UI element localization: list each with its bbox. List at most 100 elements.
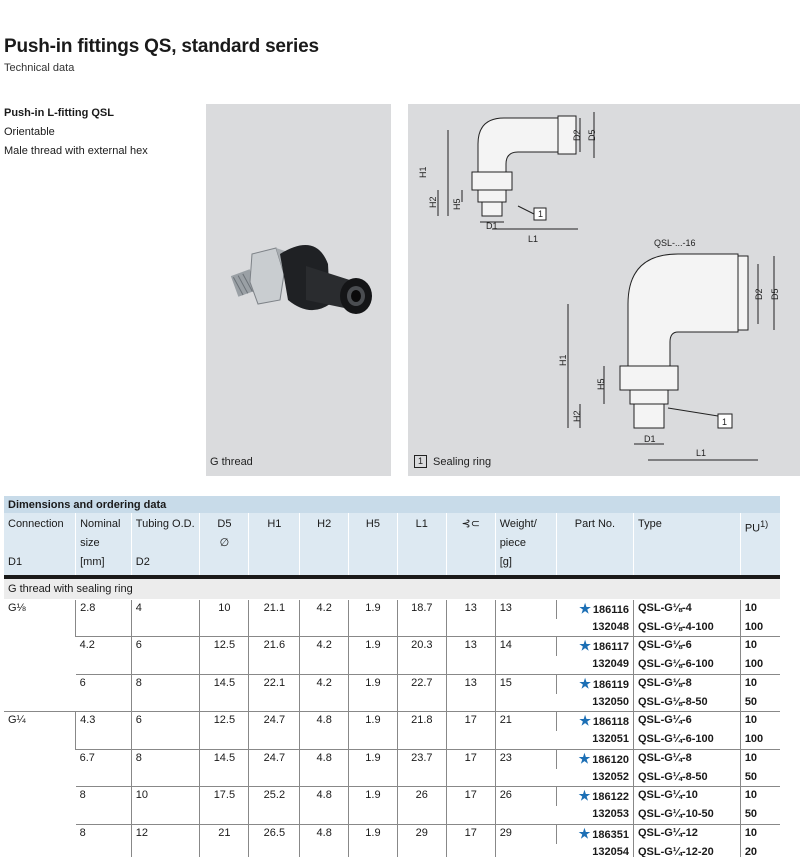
product-feature: Male thread with external hex (4, 145, 148, 157)
svg-text:1: 1 (722, 417, 727, 427)
tubing-cell: 6 (130, 711, 200, 750)
weight-cell: 21 (494, 711, 557, 750)
callout-number: 1 (414, 455, 427, 468)
pu-cell: 10 (739, 711, 780, 731)
weight-cell: 15 (494, 674, 557, 712)
drawing-caption: 1 Sealing ring (414, 455, 491, 468)
type-cell: QSL-G¼-6 (632, 711, 741, 731)
type-cell: QSL-G¼-10-50 (632, 806, 741, 825)
type-cell: QSL-G⅛-4-100 (632, 618, 741, 637)
type-cell: QSL-G⅛-6-100 (632, 656, 741, 675)
wrench-cell: 13 (445, 674, 496, 712)
part-number-cell: ★186119 (555, 674, 634, 694)
type-cell: QSL-G⅛-4 (632, 599, 741, 619)
wrench-cell: 17 (445, 786, 496, 825)
part-number: 186351 (592, 828, 629, 841)
part-number-cell: 132052 (556, 768, 634, 787)
col-l1: L1 (396, 513, 447, 579)
d5-cell: 14.5 (199, 674, 249, 712)
l1-cell: 29 (396, 824, 447, 857)
l1-cell: 22.7 (396, 674, 447, 712)
d5-cell: 14.5 (199, 749, 249, 787)
part-number-cell: ★186116 (555, 599, 634, 619)
type-cell: QSL-G¼-6-100 (632, 731, 741, 750)
col-h5: H5 (348, 513, 398, 579)
star-icon: ★ (578, 788, 591, 803)
svg-text:H5: H5 (452, 198, 462, 210)
svg-text:L1: L1 (528, 234, 538, 244)
nominal-cell: 8 (75, 786, 132, 825)
l1-cell: 21.8 (396, 711, 447, 750)
wrench-cell: 17 (445, 749, 496, 787)
nominal-cell: 6.7 (75, 749, 132, 787)
type-cell: QSL-G¼-12 (632, 824, 741, 844)
pu-cell: 100 (739, 731, 780, 750)
part-number-cell: ★186117 (555, 636, 634, 656)
l1-cell: 26 (396, 786, 447, 825)
d5-cell: 17.5 (199, 786, 249, 825)
h5-cell: 1.9 (348, 711, 398, 750)
h1-cell: 22.1 (248, 674, 300, 712)
part-number: 186122 (592, 791, 629, 803)
part-number-cell: ★186122 (555, 786, 634, 806)
h5-cell: 1.9 (348, 786, 398, 825)
star-icon: ★ (579, 713, 591, 728)
type-cell: QSL-G⅛-8 (632, 674, 741, 694)
part-number-cell: 132049 (556, 656, 634, 675)
part-number: 132053 (592, 808, 629, 820)
photo-caption: G thread (210, 456, 253, 468)
pu-cell: 20 (739, 843, 780, 857)
svg-text:D5: D5 (770, 288, 780, 300)
weight-cell: 23 (494, 749, 557, 787)
weight-cell: 13 (494, 599, 557, 637)
pu-cell: 10 (739, 636, 780, 656)
h2-cell: 4.2 (299, 674, 349, 712)
d5-cell: 12.5 (199, 636, 249, 675)
h5-cell: 1.9 (348, 599, 398, 637)
part-number: 132049 (592, 658, 629, 670)
d5-cell: 12.5 (199, 711, 249, 750)
l1-cell: 18.7 (396, 599, 447, 637)
h1-cell: 26.5 (248, 824, 300, 857)
nominal-cell: 6 (75, 674, 132, 712)
col-d5: D5∅ (199, 513, 249, 579)
tubing-cell: 8 (130, 749, 200, 787)
part-number-cell: 132048 (556, 618, 634, 637)
product-feature: Orientable (4, 126, 55, 138)
nominal-cell: 8 (75, 824, 132, 857)
tubing-cell: 4 (130, 599, 200, 637)
weight-cell: 29 (494, 824, 557, 857)
section-title: Dimensions and ordering data (4, 496, 780, 513)
h2-cell: 4.8 (299, 824, 349, 857)
wrench-cell: 13 (445, 636, 496, 675)
part-number: 186118 (592, 716, 629, 728)
star-icon: ★ (579, 638, 591, 653)
h5-cell: 1.9 (348, 674, 398, 712)
part-number: 186116 (592, 603, 629, 616)
h2-cell: 4.2 (299, 636, 349, 675)
type-cell: QSL-G⅛-8-50 (632, 693, 741, 712)
h1-cell: 21.6 (248, 636, 300, 675)
col-weight: Weight/piece[g] (494, 513, 557, 579)
svg-text:H2: H2 (428, 196, 438, 208)
connection-cell: G⅛ (4, 599, 76, 712)
drawing-variant-label: QSL-...-16 (654, 238, 696, 248)
pu-cell: 10 (739, 749, 780, 769)
svg-text:L1: L1 (696, 448, 706, 458)
part-number: 186119 (592, 678, 629, 691)
star-icon: ★ (578, 750, 591, 766)
small-fitting-drawing: 1 D2 D5 H1 H2 H5 D1 L1 (418, 112, 597, 244)
star-icon: ★ (579, 600, 591, 616)
part-number-cell: 132051 (556, 731, 634, 750)
h5-cell: 1.9 (348, 824, 398, 857)
